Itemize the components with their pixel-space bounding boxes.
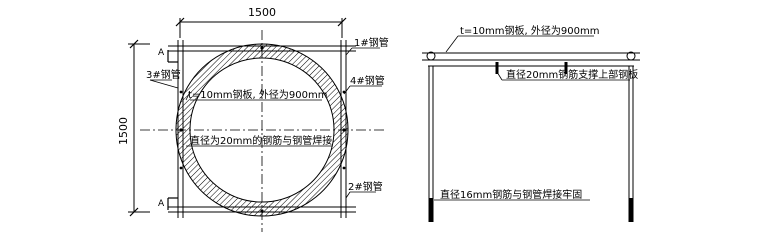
dimension-top: 1500 [175, 6, 347, 38]
steel-ring-hatched [175, 43, 349, 217]
pipe-frame [168, 40, 356, 218]
pipe-section-left [426, 51, 436, 61]
pipe-4-label: 4#钢管 [350, 74, 385, 87]
callout-pipe-3: 3#钢管 [146, 68, 181, 89]
callout-plate-plan: t=10mm钢板, 外径为900mm [185, 88, 327, 101]
section-view: t=10mm钢板, 外径为900mm 直径20mm钢筋支撑上部钢板 直径16mm… [422, 24, 640, 222]
dim-width-label: 1500 [248, 6, 276, 19]
section-label-top: A [158, 48, 165, 58]
section-mark-bottom: A [158, 197, 178, 210]
pipe-section-right [626, 51, 636, 61]
section-mark-top: A [158, 48, 178, 63]
pipe-1-label: 1#钢管 [354, 36, 389, 49]
support-rebar-label: 直径20mm钢筋支撑上部钢板 [506, 68, 638, 81]
callout-rebar-plan: 直径为20mm的钢筋与钢管焊接 [186, 134, 332, 147]
callout-rebar-weld-section: 直径16mm钢筋与钢管焊接牢固 [434, 188, 590, 201]
dimension-left: 1500 [117, 39, 150, 217]
callout-support-section: 直径20mm钢筋支撑上部钢板 [496, 68, 638, 81]
plan-view: 1500 1500 [117, 6, 389, 232]
rebar-weld-label-section: 直径16mm钢筋与钢管焊接牢固 [440, 188, 582, 201]
dim-height-label: 1500 [117, 117, 130, 145]
plate-label-plan: t=10mm钢板, 外径为900mm [188, 88, 327, 101]
callout-pipe-1: 1#钢管 [345, 36, 389, 56]
callout-pipe-2: 2#钢管 [345, 180, 383, 199]
plate-label-section: t=10mm钢板, 外径为900mm [460, 24, 599, 37]
pipe-2-label: 2#钢管 [348, 180, 383, 193]
rebar-weld-label-plan: 直径为20mm的钢筋与钢管焊接 [190, 134, 332, 147]
weld-points [179, 46, 346, 213]
pipe-3-label: 3#钢管 [146, 68, 181, 81]
callout-plate-section: t=10mm钢板, 外径为900mm [445, 24, 599, 53]
section-label-bottom: A [158, 199, 165, 209]
callout-pipe-4: 4#钢管 [343, 74, 385, 95]
